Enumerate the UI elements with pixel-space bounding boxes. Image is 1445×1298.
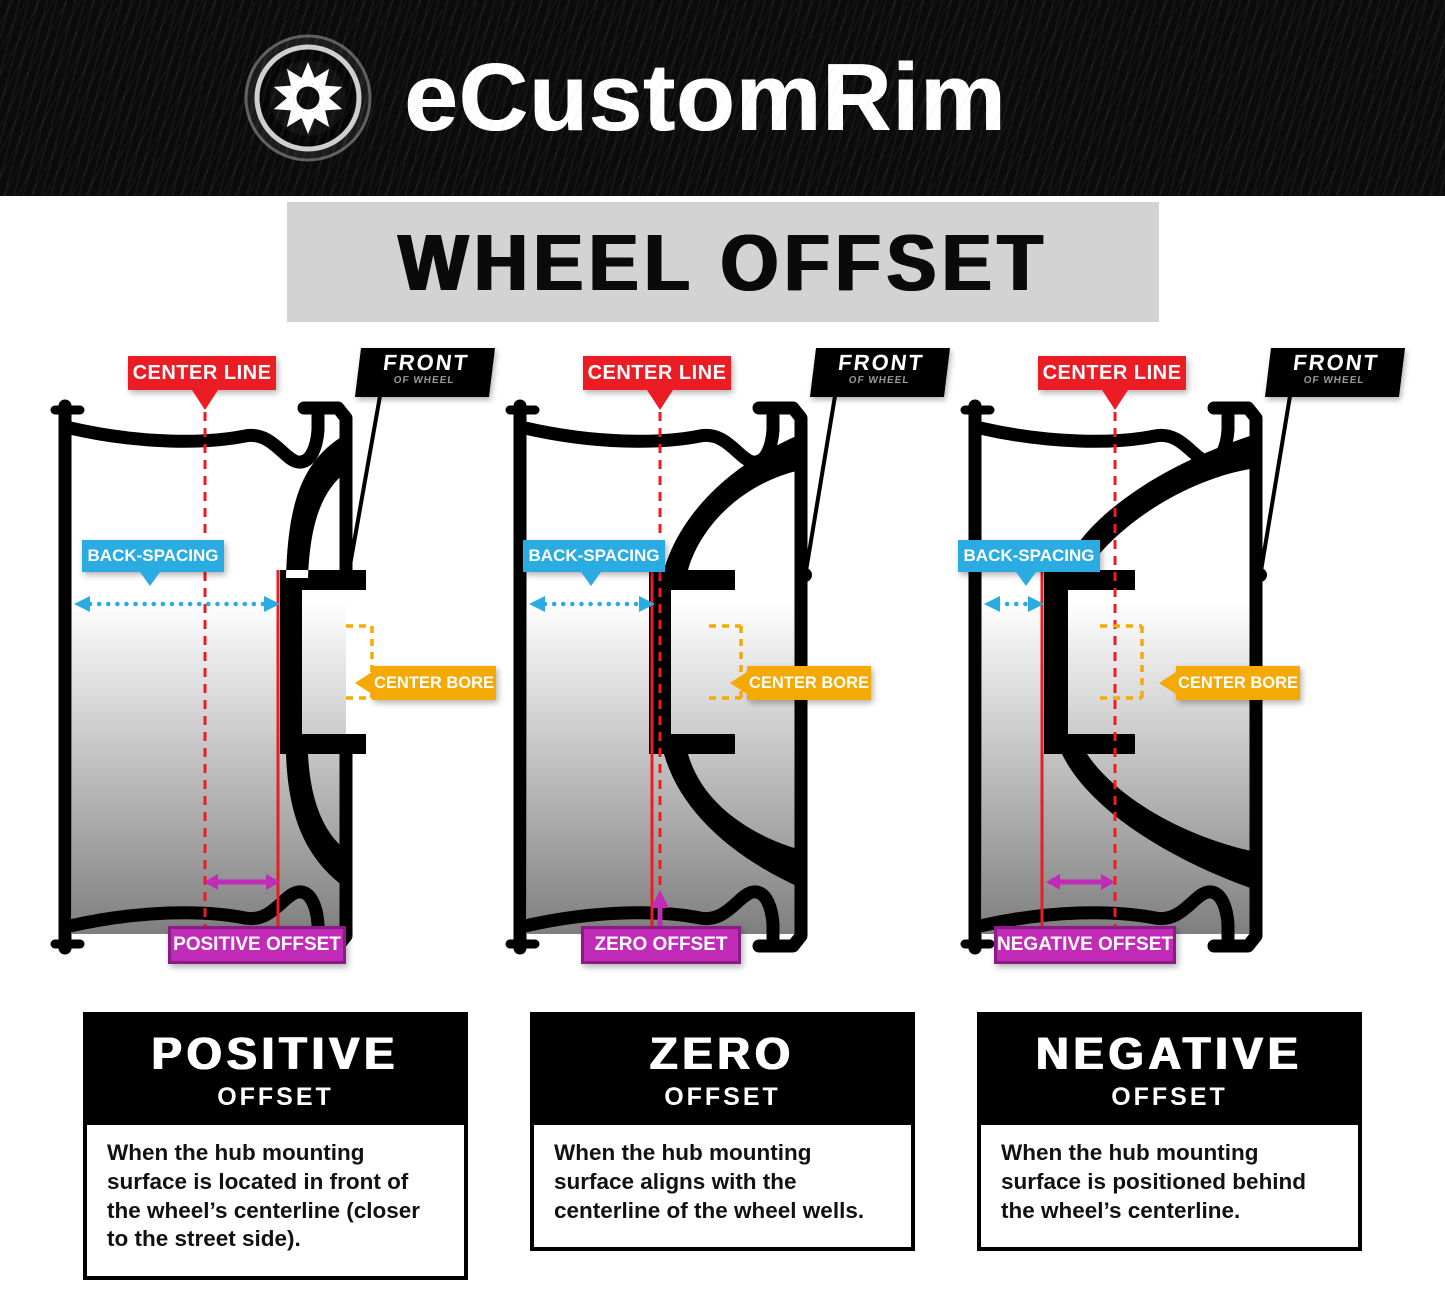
front-of-wheel-label: FRONT OF WHEEL — [354, 348, 496, 397]
center-line-label: CENTER LINE — [128, 356, 276, 390]
card-negative-offset: NEGATIVE OFFSET When the hub mounting su… — [977, 1012, 1362, 1252]
zero-offset-label: ZERO OFFSET — [581, 926, 741, 964]
front-pointer — [798, 395, 837, 582]
title-bar: WHEEL OFFSET — [287, 202, 1159, 322]
card-positive-offset: POSITIVE OFFSET When the hub mounting su… — [83, 1012, 468, 1281]
back-spacing-label: BACK-SPACING — [958, 540, 1100, 572]
center-bore-label: CENTER BORE — [1176, 666, 1300, 700]
back-spacing-label: BACK-SPACING — [82, 540, 224, 572]
card-header: ZERO OFFSET — [534, 1016, 911, 1125]
center-line-label: CENTER LINE — [1038, 356, 1186, 390]
offset-arrow — [651, 890, 669, 926]
card-subtitle: OFFSET — [664, 1083, 781, 1111]
card-header: NEGATIVE OFFSET — [981, 1016, 1358, 1125]
wheel-disc — [280, 434, 366, 888]
center-bore-label: CENTER BORE — [747, 666, 871, 700]
center-line-arrow-icon — [192, 390, 218, 410]
negative-offset-label: NEGATIVE OFFSET — [994, 926, 1176, 964]
card-zero-offset: ZERO OFFSET When the hub mounting surfac… — [530, 1012, 915, 1252]
front-of-wheel-label: FRONT OF WHEEL — [809, 348, 951, 397]
diagram-panel-zero: CENTER LINE FRONT OF WHEEL BACK-SPACING … — [495, 342, 951, 1012]
offset-arrow — [204, 874, 280, 890]
center-bore-label: CENTER BORE — [372, 666, 496, 700]
wheel-icon — [244, 34, 372, 162]
center-line-arrow-icon — [1102, 390, 1128, 410]
center-bore-arrow-icon — [1159, 672, 1176, 694]
front-pointer — [1253, 395, 1292, 582]
card-title: POSITIVE — [151, 1028, 400, 1079]
center-line-arrow-icon — [647, 390, 673, 410]
diagram-panel-positive: CENTER LINE FRONT OF WHEEL BACK-SPACING … — [40, 342, 496, 1012]
card-header: POSITIVE OFFSET — [87, 1016, 464, 1125]
card-description: When the hub mounting surface is positio… — [1001, 1140, 1307, 1223]
description-cards-row: POSITIVE OFFSET When the hub mounting su… — [0, 1012, 1445, 1281]
center-bore-marks — [1100, 624, 1144, 700]
positive-offset-label: POSITIVE OFFSET — [168, 926, 346, 964]
back-spacing-arrow — [984, 596, 1044, 612]
header-banner: eCustomRim — [0, 0, 1445, 196]
diagram-panel-negative: CENTER LINE FRONT OF WHEEL BACK-SPACING … — [950, 342, 1406, 1012]
center-bore-marks — [709, 624, 743, 700]
center-line-label: CENTER LINE — [583, 356, 731, 390]
card-description: When the hub mounting surface aligns wit… — [554, 1140, 865, 1223]
card-subtitle: OFFSET — [1111, 1083, 1228, 1111]
card-subtitle: OFFSET — [217, 1083, 334, 1111]
brand-name: eCustomRim — [404, 44, 1007, 151]
center-bore-arrow-icon — [355, 672, 372, 694]
front-pointer — [341, 395, 382, 582]
wheel-cross-section-zero — [505, 395, 837, 955]
back-spacing-arrow-icon — [140, 572, 160, 586]
center-bore-marks — [346, 624, 374, 700]
front-of-wheel-label: FRONT OF WHEEL — [1264, 348, 1406, 397]
back-spacing-arrow — [74, 596, 280, 612]
card-description: When the hub mounting surface is located… — [107, 1140, 421, 1252]
back-spacing-arrow-icon — [1016, 572, 1036, 586]
offset-arrow — [1046, 874, 1115, 890]
back-spacing-arrow-icon — [581, 572, 601, 586]
back-spacing-arrow — [529, 596, 655, 612]
back-spacing-label: BACK-SPACING — [523, 540, 665, 572]
card-title: NEGATIVE — [1036, 1028, 1303, 1079]
page-title: WHEEL OFFSET — [397, 217, 1049, 307]
card-title: ZERO — [649, 1028, 795, 1079]
wheel-disc — [649, 434, 801, 888]
center-bore-arrow-icon — [730, 672, 747, 694]
diagram-row: CENTER LINE FRONT OF WHEEL BACK-SPACING … — [0, 342, 1445, 1012]
